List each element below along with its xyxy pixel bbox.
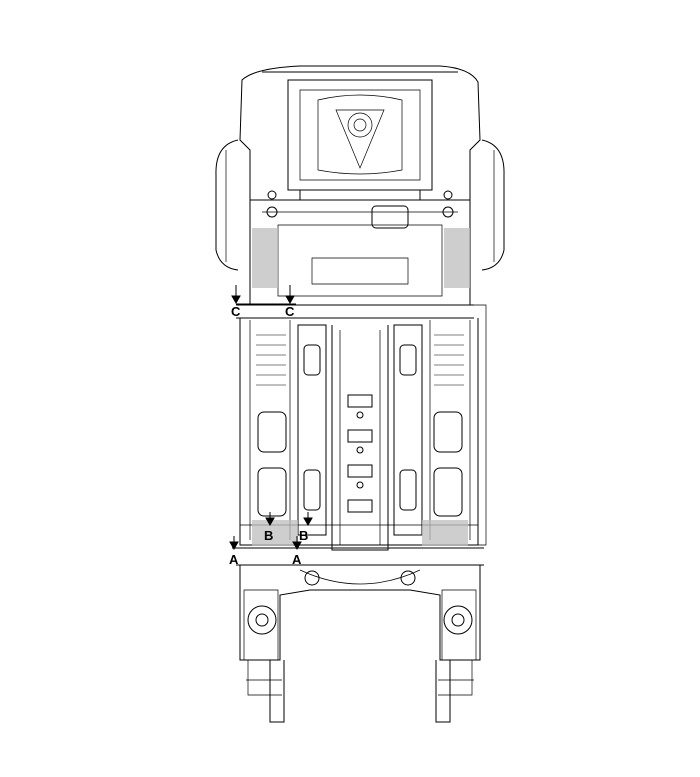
sill-ribs bbox=[256, 334, 464, 386]
section-label-b-left: B bbox=[264, 528, 273, 543]
section-label-c-left: C bbox=[231, 304, 241, 319]
section-indicators bbox=[229, 285, 313, 551]
section-label-a-left: A bbox=[229, 552, 239, 567]
section-label-c-right: C bbox=[285, 304, 295, 319]
body-outline bbox=[215, 65, 505, 723]
section-label-a-right: A bbox=[292, 552, 302, 567]
section-label-b-right: B bbox=[299, 528, 308, 543]
section-shading bbox=[252, 228, 470, 546]
